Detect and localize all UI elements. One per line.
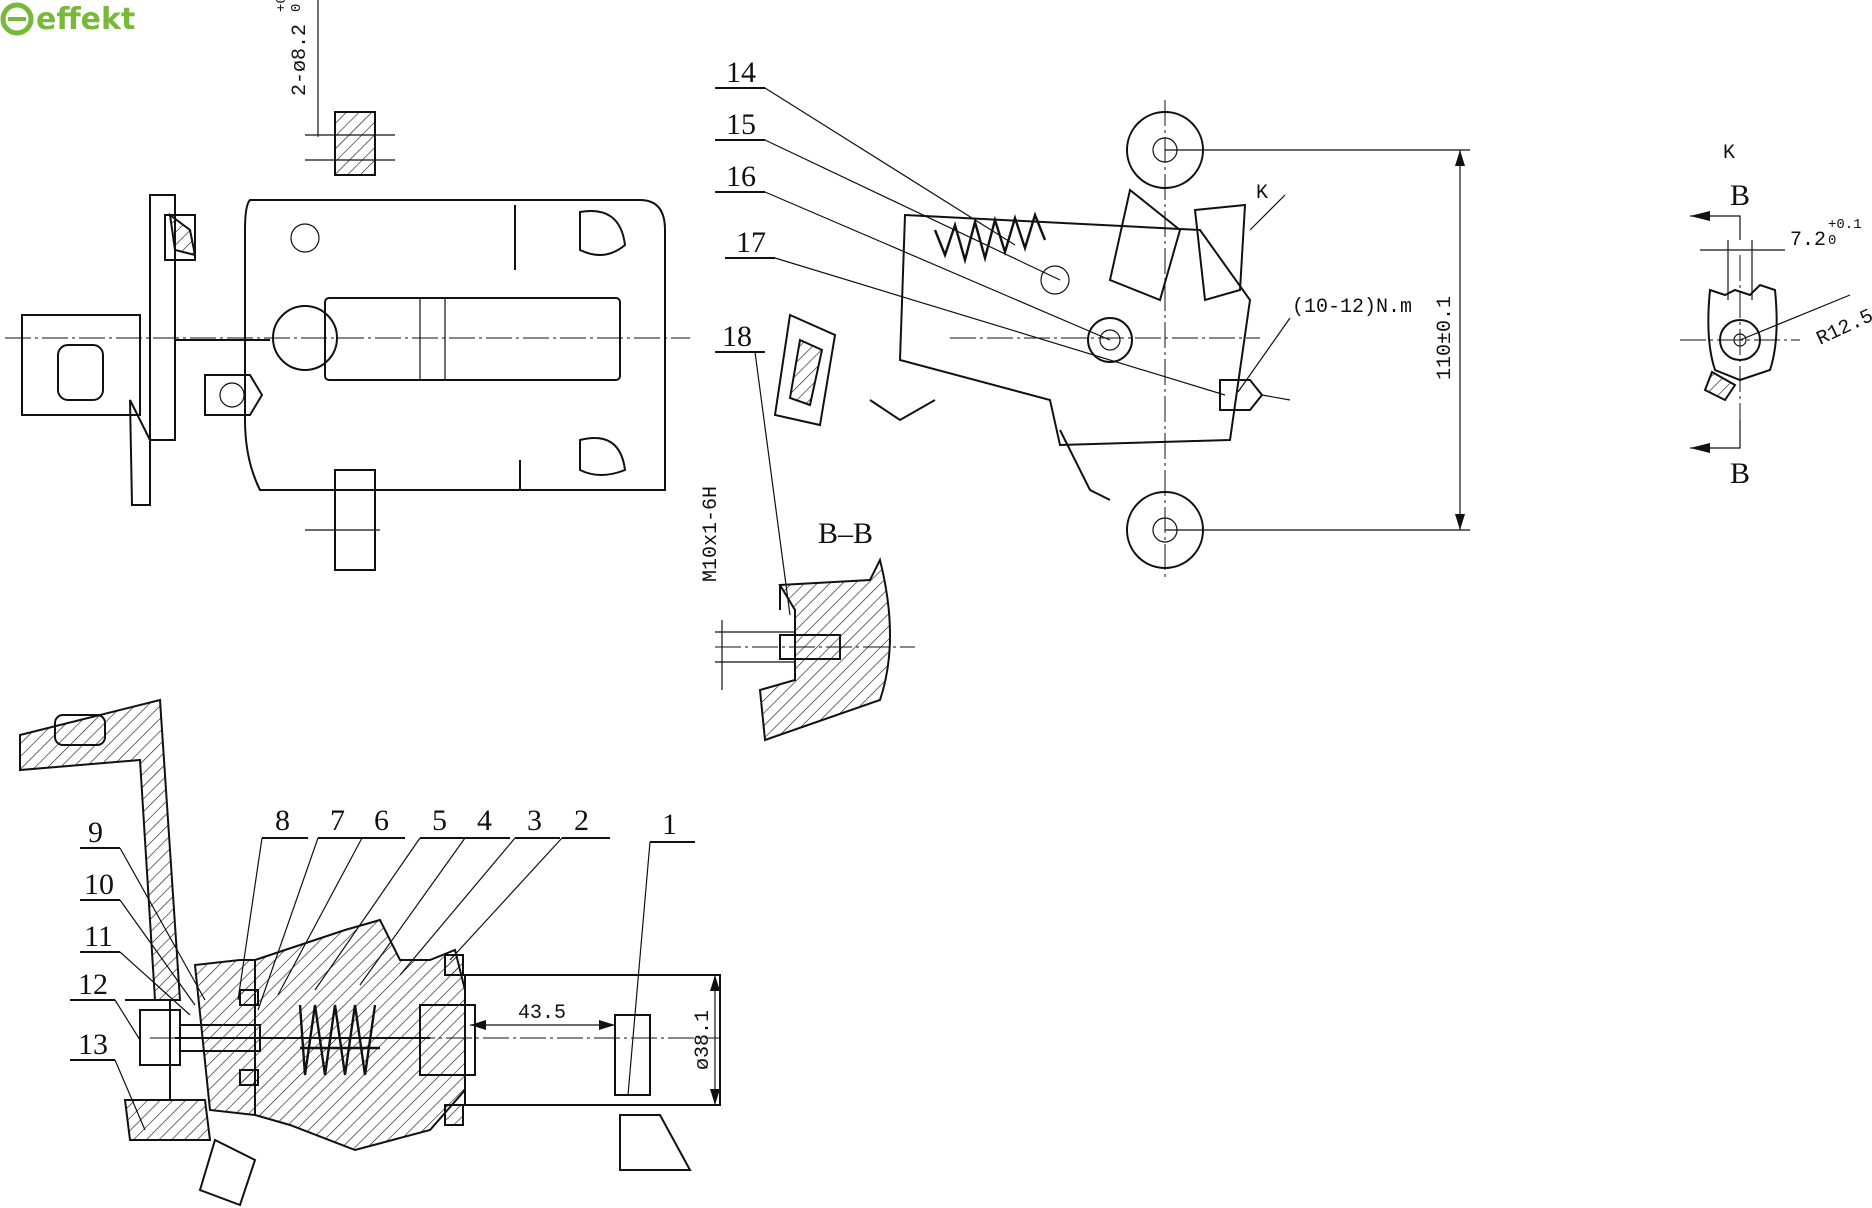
part-label-13: 13 [78, 1028, 108, 1061]
caliper-section-view [19, 698, 721, 1207]
hole-tolerance-top: +0.1 [274, 0, 290, 12]
leaders-top-group [715, 87, 1226, 616]
logo-text: effekt [36, 2, 135, 37]
piston-dimensions: 43.5 ø38.1 [470, 975, 720, 1105]
part-label-2: 2 [574, 804, 589, 837]
section-bb-title: B–B [818, 517, 873, 550]
part-label-17: 17 [736, 226, 766, 259]
piston-length-text: 43.5 [518, 1002, 566, 1025]
section-bb-view: B–B M10x1-6H [700, 486, 915, 742]
height-dimension: 110±0.1 [1434, 150, 1465, 530]
hole-dimension-text: 2-ø8.2 [289, 24, 312, 96]
part-label-11: 11 [84, 920, 113, 953]
slot-tolerance-bottom: 0 [1828, 233, 1836, 249]
part-label-10: 10 [84, 868, 114, 901]
caliper-side-view [5, 0, 690, 571]
parking-brake-view [773, 100, 1470, 580]
hole-tolerance-bottom: 0 [289, 4, 305, 12]
part-label-3: 3 [527, 804, 542, 837]
leaders-bottom-left [70, 847, 206, 1131]
view-k-title: K [1723, 142, 1735, 165]
thread-spec: M10x1-6H [700, 486, 723, 582]
part-label-15: 15 [726, 108, 756, 141]
view-k-detail: K B B 7.2 +0.1 0 R12.5 [1680, 142, 1872, 490]
part-label-9: 9 [88, 816, 103, 849]
part-label-6: 6 [374, 804, 389, 837]
section-b-top-label: B [1730, 179, 1750, 212]
part-label-8: 8 [275, 804, 290, 837]
part-label-1: 1 [662, 808, 677, 841]
piston-diameter-text: ø38.1 [692, 1010, 715, 1070]
torque-spec: (10-12)N.m [1292, 296, 1412, 319]
logo-icon [0, 2, 34, 36]
part-label-5: 5 [432, 804, 447, 837]
k-view-arrow-label: K [1256, 182, 1268, 205]
leaders-bottom-top [237, 837, 695, 1096]
part-label-16: 16 [726, 160, 756, 193]
part-label-14: 14 [726, 56, 756, 89]
part-label-18: 18 [722, 320, 752, 353]
section-b-bottom-label: B [1730, 457, 1750, 490]
radius-dimension-text: R12.5 [1813, 305, 1872, 351]
slot-tolerance-top: +0.1 [1828, 217, 1862, 233]
slot-dimension-text: 7.2 [1790, 229, 1826, 252]
part-label-7: 7 [330, 804, 345, 837]
hole-dimension: 2-ø8.2 +0.1 0 [274, 0, 319, 135]
brand-logo: effekt [0, 2, 135, 37]
part-label-12: 12 [78, 968, 108, 1001]
height-dimension-text: 110±0.1 [1434, 296, 1457, 380]
torque-leader [1237, 317, 1291, 393]
part-label-4: 4 [477, 804, 492, 837]
k-view-arrow [1249, 194, 1286, 231]
